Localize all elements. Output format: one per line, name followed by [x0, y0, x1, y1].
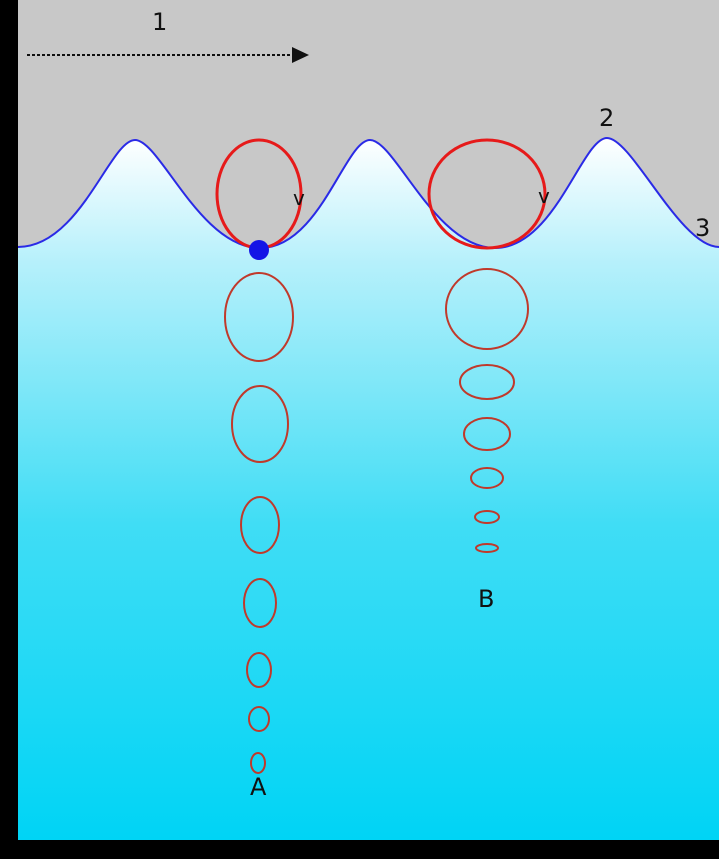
orbit-a-2 — [231, 385, 289, 463]
orbit-surface-b — [427, 138, 547, 250]
orbit-a-4 — [243, 578, 277, 628]
crest-label: 2 — [599, 104, 614, 132]
particle-dot-icon — [249, 240, 269, 260]
orbit-column-b — [445, 268, 529, 553]
orbit-a-7 — [250, 752, 266, 774]
direction-label: 1 — [152, 8, 167, 36]
orbit-a-1 — [224, 272, 294, 362]
column-a-label: A — [250, 773, 267, 801]
water-body — [18, 138, 719, 840]
orbit-b-4 — [470, 467, 504, 489]
velocity-label-b: v — [538, 184, 550, 208]
orbit-b-6 — [475, 543, 499, 553]
orbit-a-5 — [246, 652, 272, 688]
wave-surface-line — [17, 136, 719, 250]
orbit-b-2 — [459, 364, 515, 400]
velocity-label-a: v — [293, 186, 305, 210]
orbit-a-6 — [248, 706, 270, 732]
still-water-label: 3 — [695, 214, 710, 242]
column-b-label: B — [478, 585, 494, 613]
orbit-b-1 — [445, 268, 529, 350]
orbit-b-5 — [474, 510, 500, 524]
orbit-b-3 — [463, 417, 511, 451]
orbit-a-3 — [240, 496, 280, 554]
direction-arrow-icon — [27, 47, 309, 63]
orbit-column-a — [224, 272, 294, 774]
